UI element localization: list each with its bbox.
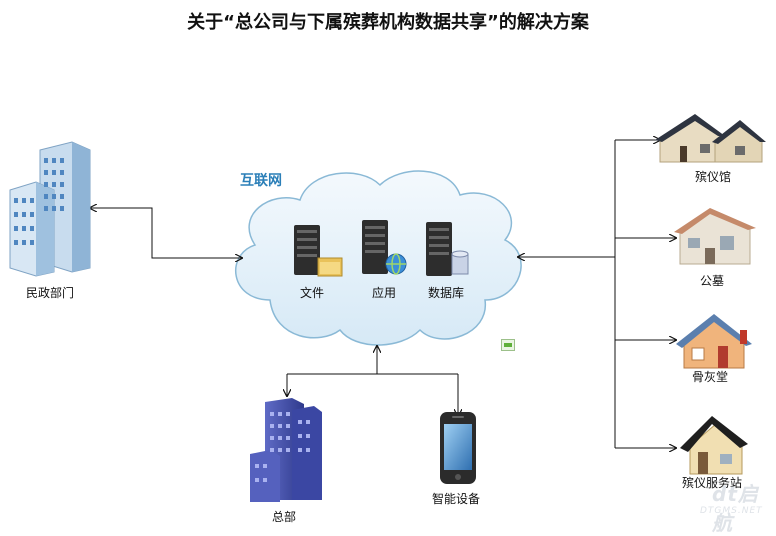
watermark-logo: dt启航 DTGMS.NET	[682, 478, 774, 535]
server-label-database: 数据库	[428, 286, 465, 300]
civil-affairs-building-icon	[9, 141, 91, 277]
server-label-file: 文件	[300, 286, 325, 300]
headquarters-label: 总部	[272, 510, 297, 524]
smart-device-label: 智能设备	[432, 492, 481, 506]
headquarters-building-icon	[250, 398, 322, 502]
page-title: 关于“总公司与下属殡葬机构数据共享”的解决方案	[187, 12, 589, 33]
internet-label: 互联网	[240, 173, 282, 189]
server-database	[426, 222, 469, 276]
funeral-home-label: 殡仪馆	[695, 170, 732, 184]
funeral-home-icon	[655, 114, 766, 163]
watermark-sub: DTGMS.NET	[700, 506, 763, 516]
columbarium-icon	[676, 314, 752, 369]
columbarium-label: 骨灰堂	[692, 370, 729, 384]
cemetery-icon	[674, 208, 756, 265]
collapse-toggle-button[interactable]	[501, 339, 515, 351]
service-station-label: 殡仪服务站	[682, 476, 743, 490]
service-station-icon	[680, 416, 748, 475]
civil-affairs-label: 民政部门	[26, 286, 75, 300]
smartphone-icon	[440, 412, 476, 484]
cemetery-label: 公墓	[700, 274, 725, 288]
server-application	[362, 220, 407, 275]
server-file	[294, 225, 343, 277]
server-label-application: 应用	[372, 286, 397, 300]
